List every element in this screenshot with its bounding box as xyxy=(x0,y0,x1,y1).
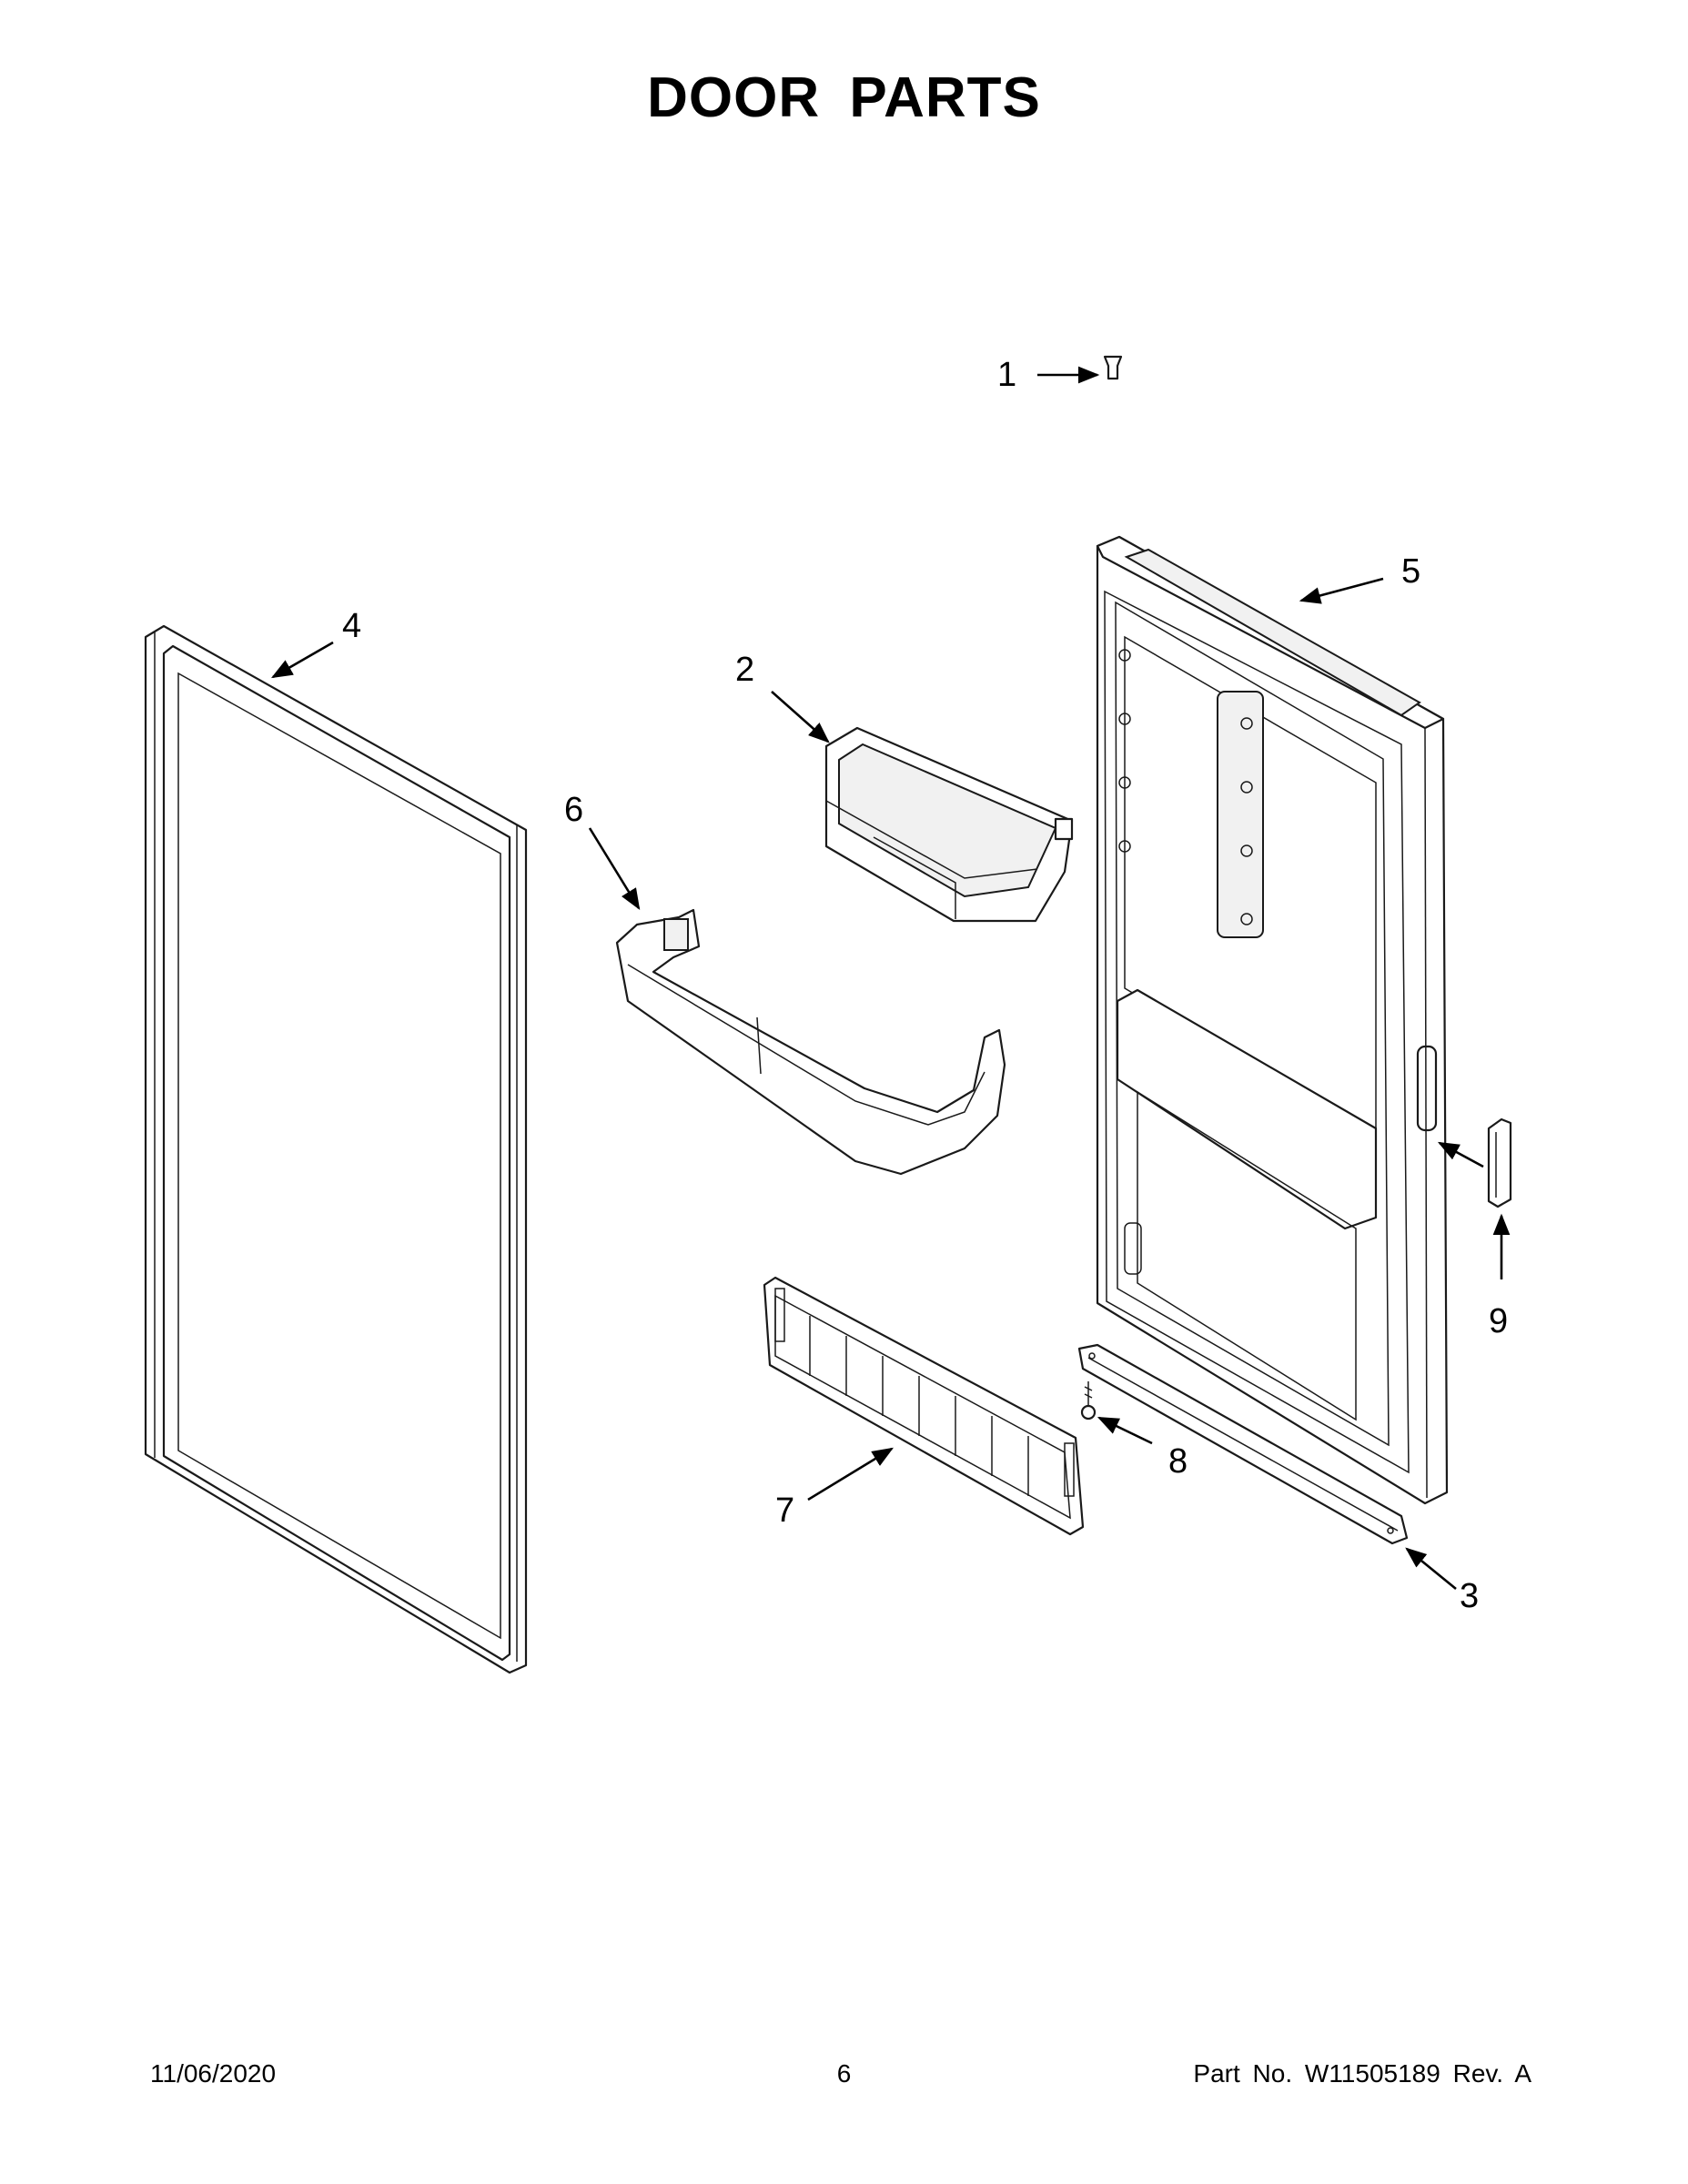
lower-hinge-bracket-part xyxy=(1077,1343,1409,1545)
leader-arrow-4 xyxy=(270,641,334,679)
footer-page-number: 6 xyxy=(836,2059,852,2088)
footer-part-number: Part No. W11505189 Rev. A xyxy=(1193,2059,1531,2088)
door-gasket-part xyxy=(144,624,528,1674)
callout-2: 2 xyxy=(735,651,754,689)
callout-7: 7 xyxy=(775,1491,794,1530)
door-bin-part xyxy=(824,726,1074,923)
page-title: DOOR PARTS xyxy=(647,66,1041,129)
wire-shelf-guard-part xyxy=(763,1276,1085,1536)
leader-arrow-5 xyxy=(1299,577,1384,604)
footer-date: 11/06/2020 xyxy=(150,2059,277,2088)
door-stop-part xyxy=(1103,355,1123,380)
door-handle-part xyxy=(1487,1117,1512,1208)
leader-arrow-7 xyxy=(807,1447,894,1502)
screw-part xyxy=(1080,1381,1097,1421)
callout-4: 4 xyxy=(342,607,361,645)
leader-arrow-3 xyxy=(1405,1547,1457,1591)
door-assembly-part xyxy=(1096,535,1449,1505)
leader-arrow-6 xyxy=(588,827,641,910)
door-shelf-rail-part xyxy=(615,908,1006,1176)
callout-5: 5 xyxy=(1401,552,1420,591)
leader-arrow-2 xyxy=(771,691,830,743)
callout-labels: 1 2 3 4 5 6 7 8 9 xyxy=(342,356,1508,1615)
leader-arrow-8 xyxy=(1097,1416,1153,1445)
callout-6: 6 xyxy=(564,791,583,829)
callout-3: 3 xyxy=(1460,1577,1479,1615)
leader-arrows xyxy=(270,366,1511,1591)
callout-8: 8 xyxy=(1168,1442,1188,1481)
callout-9: 9 xyxy=(1489,1302,1508,1340)
callout-1: 1 xyxy=(997,356,1016,394)
